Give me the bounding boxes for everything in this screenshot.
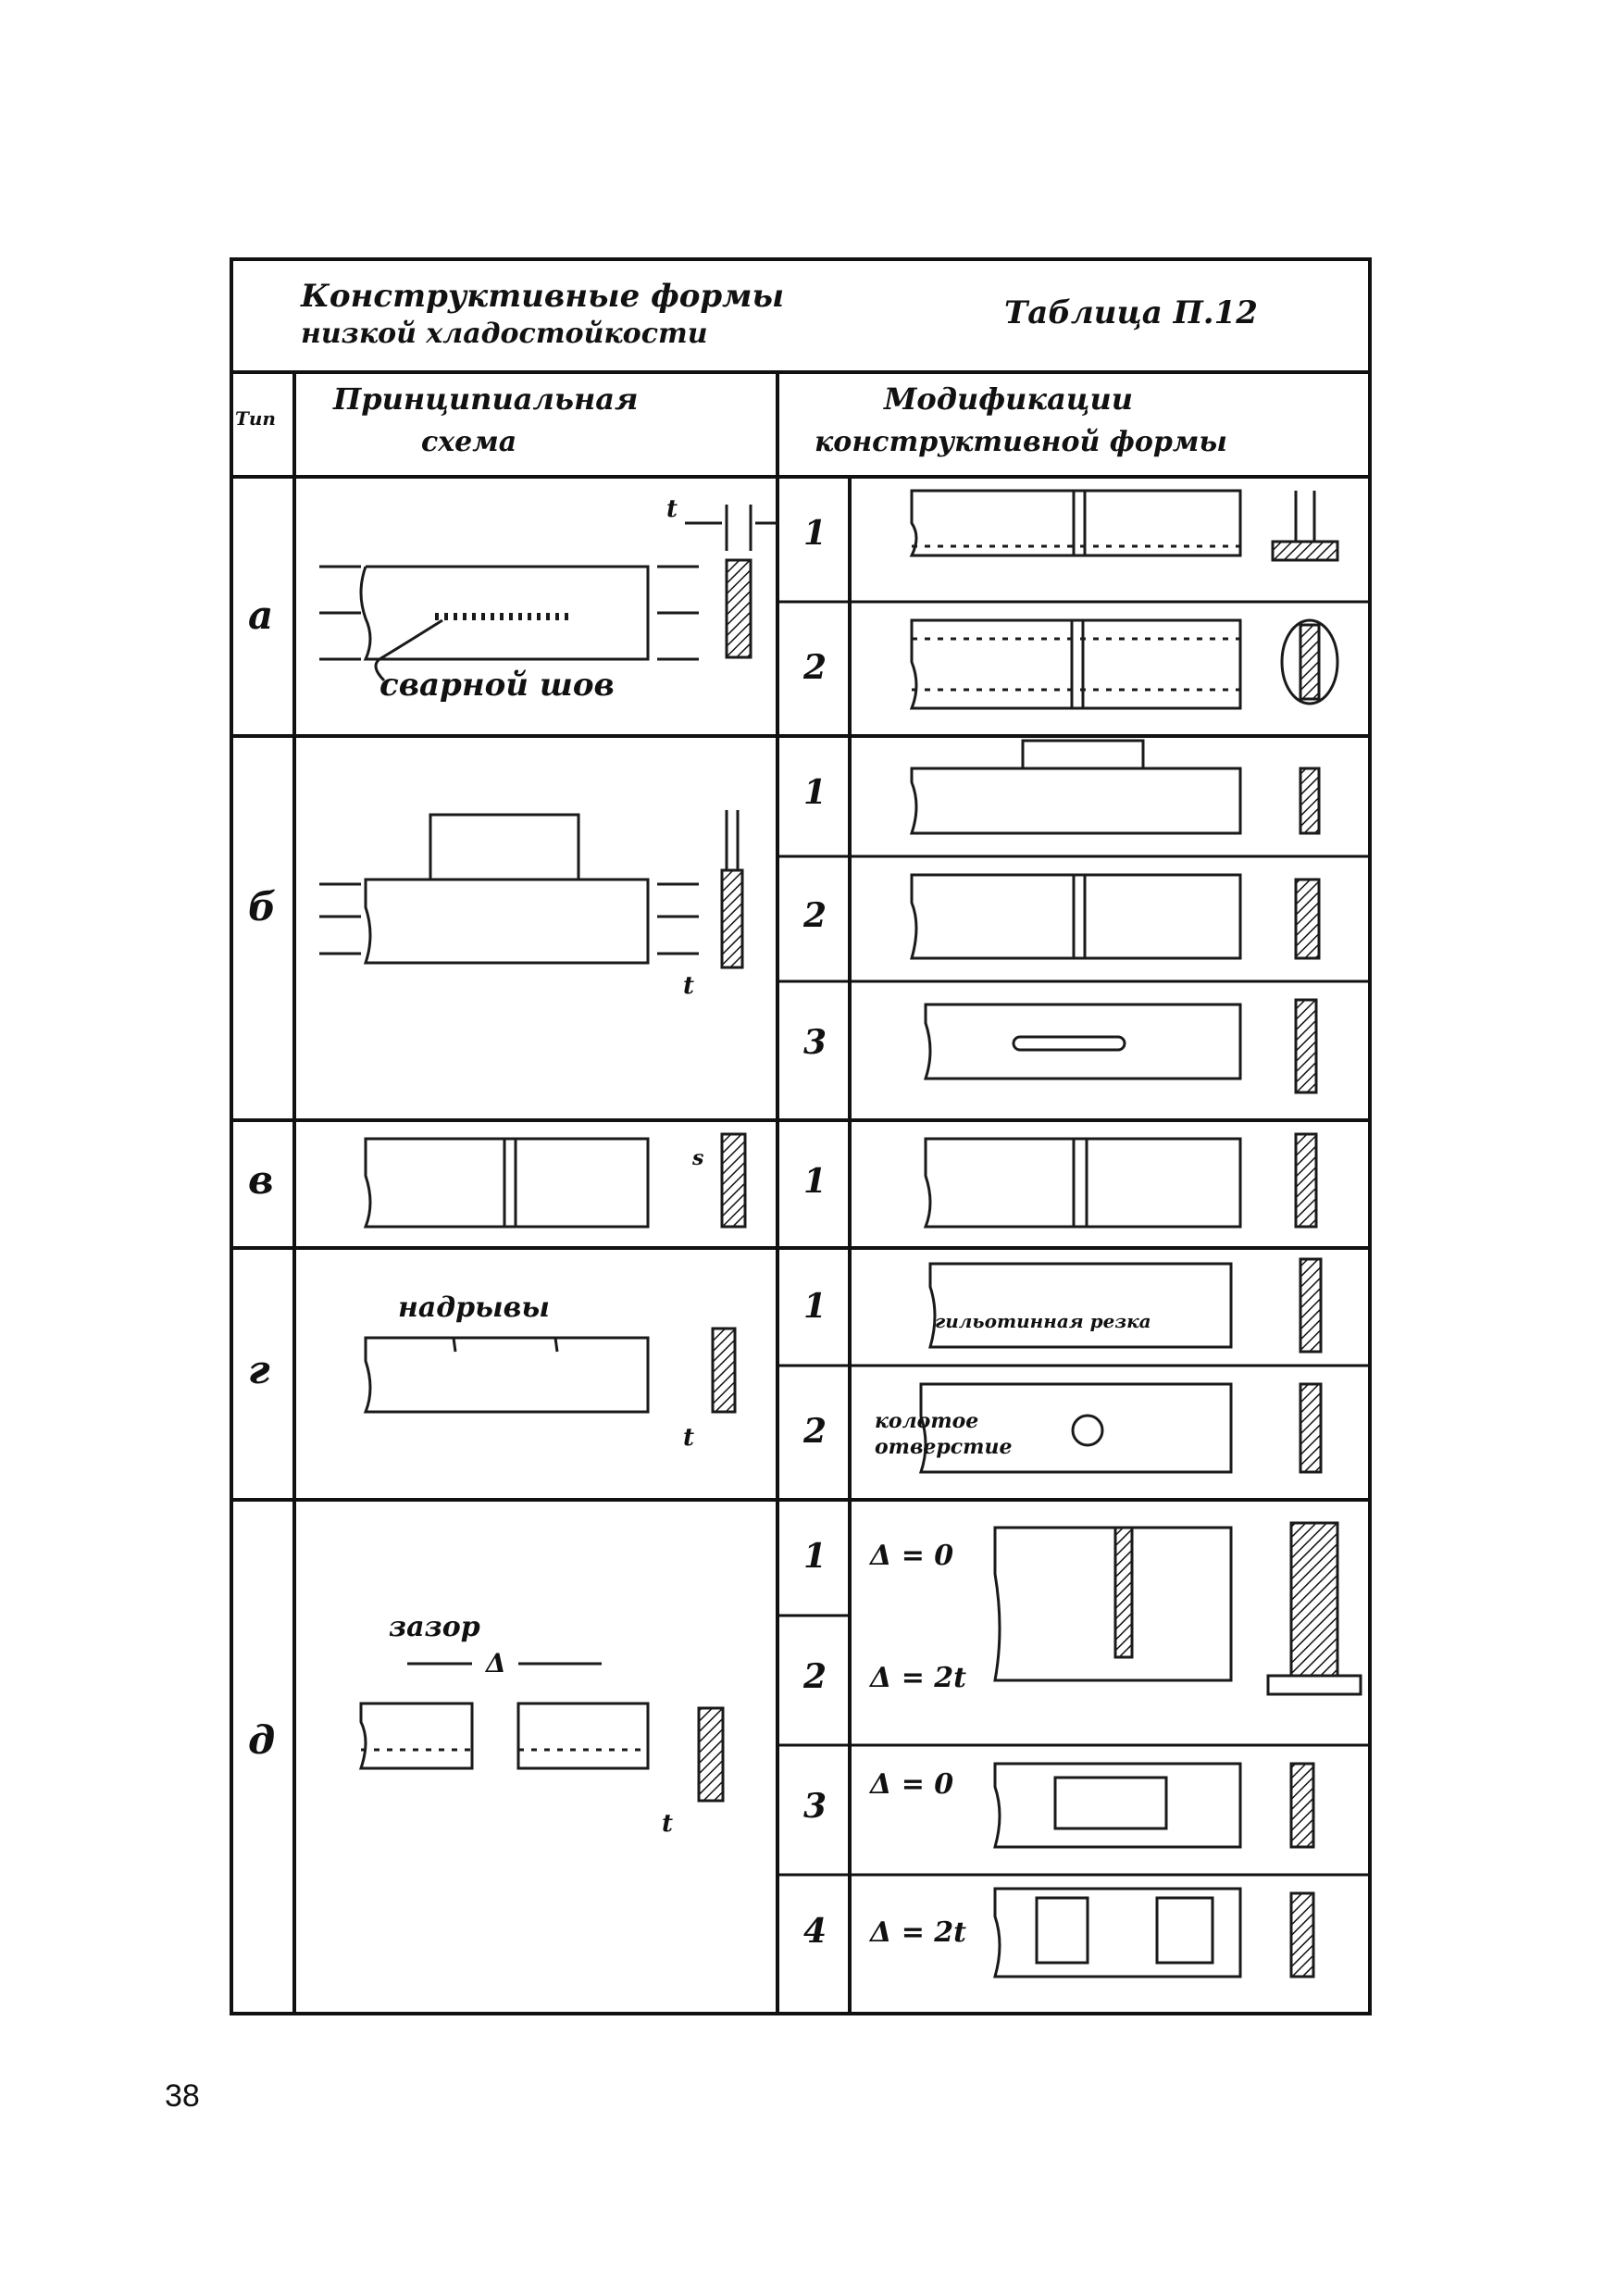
mod-a1-sketch [909, 489, 1339, 562]
mod-label-punched-2: отверстие [875, 1435, 1013, 1459]
row-type-g: г [248, 1347, 270, 1392]
gap-delta-symbol: Δ [486, 1648, 506, 1678]
scheme-a-plate [319, 505, 777, 682]
mod-number-g1: 1 [803, 1287, 827, 1326]
mod-number-b2: 2 [803, 896, 827, 935]
scheme-label-gap: зазор [389, 1611, 480, 1643]
mod-number-b1: 1 [803, 773, 827, 812]
mod-b3-sketch [923, 998, 1318, 1094]
mod-number-a2: 2 [803, 648, 827, 687]
scheme-label-tears: надрывы [398, 1292, 550, 1324]
mod-b2-sketch [910, 873, 1321, 960]
row-type-a: а [248, 593, 274, 638]
thickness-mark-g: t [683, 1424, 695, 1452]
column-header-mods-2: конструктивной формы [815, 426, 1227, 458]
column-header-type: Тип [235, 407, 276, 430]
mod-number-d3: 3 [803, 1787, 827, 1826]
mod-d12-sketch [993, 1521, 1362, 1696]
scheme-d-plates [358, 1662, 725, 1803]
scheme-b-plate [319, 810, 744, 969]
mod-label-guillotine: гильотинная резка [935, 1310, 1151, 1332]
mod-delta-d2: Δ = 2t [870, 1662, 967, 1694]
column-header-mods-1: Модификации [884, 381, 1134, 417]
mod-delta-d3: Δ = 0 [870, 1768, 954, 1801]
mod-number-a1: 1 [803, 514, 827, 553]
thickness-mark-b: t [683, 972, 695, 1000]
mod-a2-sketch [909, 618, 1339, 710]
column-header-scheme-2: схема [421, 426, 517, 458]
mod-number-v1: 1 [803, 1162, 827, 1201]
mod-delta-d1: Δ = 0 [870, 1540, 954, 1572]
row-type-d: д [248, 1717, 276, 1763]
mod-number-b3: 3 [803, 1023, 827, 1062]
row-type-b: б [248, 884, 277, 930]
page-number: 38 [165, 2078, 200, 2114]
mod-d3-sketch [993, 1762, 1315, 1849]
mod-d4-sketch [993, 1887, 1315, 1978]
table-label: Таблица П.12 [1004, 294, 1258, 331]
mod-number-d2: 2 [803, 1657, 827, 1696]
mod-v1-sketch [923, 1132, 1318, 1229]
table-frame [230, 257, 1372, 2015]
title-line-2: низкой хладостойкости [301, 318, 708, 350]
mod-number-d4: 4 [803, 1912, 827, 1951]
scheme-v-plate [363, 1132, 747, 1229]
mod-b1-sketch [909, 739, 1321, 835]
thickness-mark-a: t [666, 495, 678, 523]
thickness-mark-v: s [692, 1146, 704, 1170]
column-header-scheme-1: Принципиальная [333, 381, 639, 417]
scheme-label-weld: сварной шов [379, 667, 615, 704]
mod-label-punched-1: колотое [875, 1409, 979, 1433]
mod-g1-sketch [928, 1257, 1323, 1354]
thickness-mark-d: t [662, 1810, 674, 1838]
row-type-v: в [248, 1157, 274, 1203]
mod-number-d1: 1 [803, 1537, 827, 1576]
mod-number-g2: 2 [803, 1412, 827, 1451]
title-line-1: Конструктивные формы [301, 278, 785, 315]
mod-g2-sketch [918, 1382, 1323, 1474]
scheme-g-plate [363, 1327, 737, 1414]
mod-delta-d4: Δ = 2t [870, 1916, 967, 1949]
